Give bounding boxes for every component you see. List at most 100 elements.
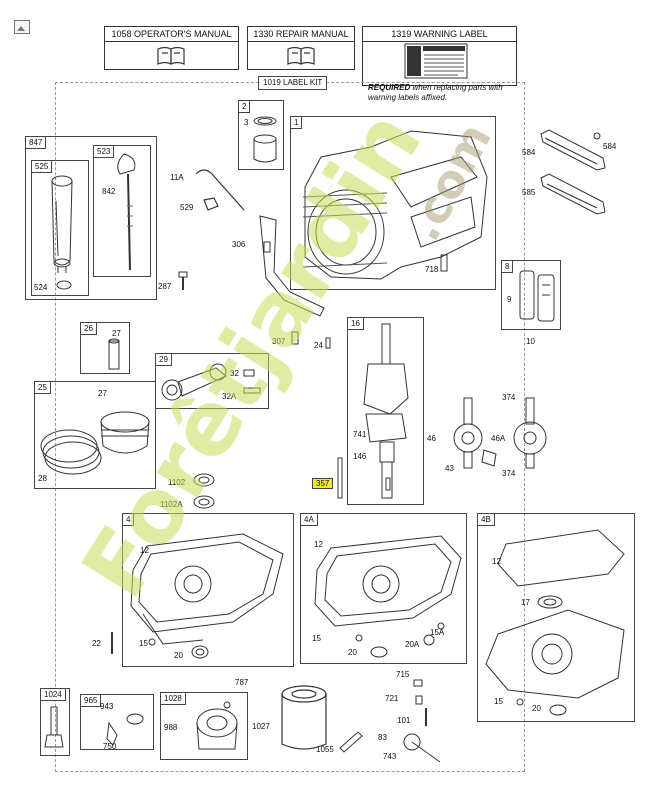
box-tag-16: 16 (347, 317, 364, 330)
part-label-287: 287 (158, 282, 172, 291)
piston-pin-drawing (108, 338, 120, 370)
part-label-988: 988 (164, 723, 178, 732)
screw-drawing (178, 271, 188, 290)
connecting-rod-drawing (161, 363, 261, 401)
box-tag-4: 4 (122, 513, 135, 526)
pin-drawing (291, 331, 331, 349)
part-label-28: 28 (38, 474, 47, 483)
box-tag-26: 26 (80, 322, 97, 335)
box-tag-2: 2 (238, 100, 251, 113)
part-label-743: 743 (383, 752, 397, 761)
air-guide-drawing (259, 215, 325, 317)
part-label-585: 585 (522, 188, 536, 197)
part-label-20-4a: 20 (348, 648, 357, 657)
part-box-4a[interactable]: 4A (300, 513, 467, 664)
part-label-22: 22 (92, 639, 101, 648)
part-label-27: 27 (112, 329, 121, 338)
oil-drain-extension-drawing (339, 731, 363, 753)
part-label-1102: 1102 (168, 478, 186, 487)
breather-cover-drawing (519, 270, 555, 322)
part-label-842: 842 (102, 187, 116, 196)
part-box-25[interactable]: 25 (34, 381, 156, 489)
governor-shaft-drawing (403, 679, 441, 763)
part-label-721: 721 (385, 694, 399, 703)
part-label-12-4b: 12 (492, 557, 501, 566)
box-tag-525: 525 (31, 160, 53, 173)
part-box-1028[interactable]: 1028 (160, 692, 248, 760)
box-tag-965: 965 (80, 694, 102, 707)
part-label-46a: 46A (491, 434, 506, 443)
part-label-718: 718 (425, 265, 439, 274)
box-tag-523: 523 (93, 145, 115, 158)
part-box-29[interactable]: 29 (155, 353, 269, 409)
part-label-1027: 1027 (252, 722, 270, 731)
camshaft-drawing (453, 397, 547, 469)
part-box-4b[interactable]: 4B (477, 513, 635, 722)
dipstick-drawing (117, 153, 136, 271)
oil-filter-adapter-drawing (196, 701, 238, 750)
part-label-24: 24 (314, 341, 323, 350)
crankshaft-drawing (363, 323, 409, 499)
part-label-20a: 20A (405, 640, 420, 649)
part-label-524: 524 (34, 283, 48, 292)
part-label-750: 750 (103, 742, 117, 751)
box-tag-4b: 4B (477, 513, 495, 526)
bolt-seal-drawing (111, 632, 209, 659)
part-label-83: 83 (378, 733, 387, 742)
cylinder-block-drawing (302, 130, 488, 280)
part-box-8[interactable]: 8 (501, 260, 561, 330)
warning-note-text: when replacing parts with warning labels… (368, 83, 503, 102)
book-icon (287, 46, 315, 65)
part-label-741: 741 (353, 430, 367, 439)
warning-label-icon (404, 43, 468, 79)
box-tag-1028: 1028 (160, 692, 186, 705)
label-kit-tag: 1019 LABEL KIT (258, 76, 328, 90)
breather-gasket-drawing (540, 129, 606, 215)
part-label-1102a: 1102A (160, 500, 183, 509)
part-label-584-screw: 584 (603, 142, 617, 151)
part-label-12: 12 (140, 546, 149, 555)
part-label-15-4b: 15 (494, 697, 503, 706)
box-tag-847: 847 (25, 136, 47, 149)
part-label-374: 374 (502, 393, 516, 402)
crankcase-cover-4b-drawing (485, 529, 625, 716)
part-box-16[interactable]: 16 (347, 317, 424, 505)
warning-label-title: 1319 WARNING LABEL (363, 27, 516, 42)
part-label-32: 32 (230, 369, 239, 378)
part-label-9: 9 (507, 295, 512, 304)
part-box-523[interactable]: 523 (93, 145, 151, 277)
book-icon (157, 46, 185, 65)
piston-rings-drawing (40, 411, 150, 475)
part-label-357-highlighted[interactable]: 357 (312, 478, 334, 489)
part-box-965[interactable]: 965 (80, 694, 154, 750)
part-box-4[interactable]: 4 (122, 513, 294, 667)
part-label-15-4a: 15 (312, 634, 321, 643)
operators-manual-box: 1058 OPERATOR'S MANUAL (104, 26, 239, 70)
part-box-26[interactable]: 26 (80, 322, 130, 374)
part-label-374-lower: 374 (502, 469, 516, 478)
part-label-3: 3 (244, 118, 249, 127)
part-label-787: 787 (235, 678, 249, 687)
image-icon (14, 20, 30, 34)
part-label-307: 307 (272, 337, 286, 346)
box-tag-4a: 4A (300, 513, 318, 526)
part-box-1024[interactable]: 1024 (40, 688, 70, 756)
part-label-1055: 1055 (316, 745, 334, 754)
part-box-2[interactable]: 2 (238, 100, 284, 170)
part-box-525[interactable]: 525 (31, 160, 89, 296)
part-label-11a: 11A (170, 173, 184, 182)
part-label-15a: 15A (430, 628, 445, 637)
part-box-847[interactable]: 847 (25, 136, 157, 300)
part-label-10: 10 (526, 337, 535, 346)
drain-plug-drawing (44, 706, 64, 748)
oil-fill-drawing (106, 713, 144, 746)
part-label-943: 943 (100, 702, 114, 711)
part-label-306: 306 (232, 240, 246, 249)
operators-manual-title: 1058 OPERATOR'S MANUAL (105, 27, 238, 42)
part-label-529: 529 (180, 203, 194, 212)
crankcase-cover-4a-drawing (314, 535, 462, 658)
part-box-1[interactable]: 1 (290, 116, 496, 290)
dipstick-tube-drawing (51, 175, 73, 290)
part-label-715: 715 (396, 670, 410, 679)
part-label-146: 146 (353, 452, 367, 461)
